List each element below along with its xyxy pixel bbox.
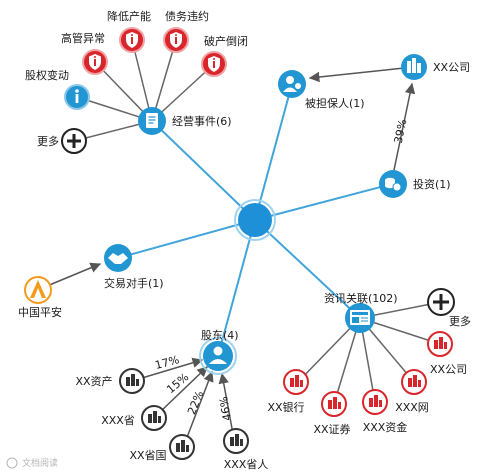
event-node-more[interactable] bbox=[61, 128, 87, 154]
news-label-xx-company: XX公司 bbox=[430, 363, 467, 376]
investment-percent: 39% bbox=[392, 118, 410, 145]
news-label-xx-securities: XX证券 bbox=[313, 422, 350, 436]
building-icon bbox=[328, 397, 341, 409]
shareholder-percent-3: 22% bbox=[185, 389, 206, 417]
building-icon bbox=[369, 395, 382, 407]
event-label-debt-default: 债务违约 bbox=[165, 9, 209, 23]
edge-center-guaranteed bbox=[254, 83, 293, 221]
building-icon bbox=[176, 440, 189, 452]
news-label-xxx-net: XXX网 bbox=[395, 401, 429, 414]
edge-news-6 bbox=[296, 317, 361, 384]
shareholder-node-1[interactable] bbox=[119, 368, 145, 394]
event-label-exec-abnormal: 高管异常 bbox=[61, 31, 105, 45]
building-icon bbox=[407, 58, 421, 73]
shareholder-label-1: XX资产 bbox=[75, 374, 112, 388]
user-icon bbox=[209, 346, 227, 364]
shareholder-label-3: XX省国 bbox=[129, 449, 166, 462]
pingan-node[interactable] bbox=[24, 276, 52, 304]
shareholder-percent-1: 17% bbox=[154, 353, 181, 372]
event-node-equity-change[interactable] bbox=[64, 84, 90, 110]
edge-pingan-to-counterparty bbox=[46, 262, 101, 287]
shareholder-node-2[interactable] bbox=[141, 405, 167, 431]
edge-xx-to-guaranteed bbox=[308, 67, 405, 83]
event-label-reduce-capacity: 降低产能 bbox=[107, 9, 151, 23]
edge-center-operations bbox=[151, 120, 256, 221]
edge-center-investment bbox=[254, 183, 393, 221]
operations-hub-label: 经营事件(6) bbox=[172, 114, 232, 128]
user-shield-icon bbox=[283, 76, 301, 92]
document-icon bbox=[146, 113, 158, 128]
shareholder-node-4[interactable] bbox=[223, 428, 249, 454]
shareholders-hub-label: 股东(4) bbox=[201, 329, 239, 342]
watermark-text: 文档阅读 bbox=[22, 457, 58, 469]
building-icon bbox=[434, 337, 447, 349]
event-node-debt-default[interactable] bbox=[163, 27, 189, 53]
event-node-exec-abnormal[interactable] bbox=[82, 49, 108, 75]
shareholder-label-4: XXX省人 bbox=[224, 458, 269, 471]
event-label-more: 更多 bbox=[37, 134, 59, 148]
building-icon bbox=[408, 375, 421, 387]
shareholder-label-2: XXX省 bbox=[101, 414, 135, 427]
investment-target-label: XX公司 bbox=[433, 61, 470, 74]
news-node-xx-company[interactable] bbox=[427, 331, 453, 357]
edge-sh-4 bbox=[218, 372, 234, 435]
edge-center-counterparty bbox=[117, 219, 256, 259]
watermark: 文档阅读 bbox=[6, 457, 58, 469]
counterparty-hub-label: 交易对手(1) bbox=[104, 276, 164, 290]
edge-op-4 bbox=[151, 39, 177, 122]
building-icon bbox=[126, 374, 139, 386]
news-node-xx-bank[interactable] bbox=[283, 369, 309, 395]
news-label-more: 更多 bbox=[449, 314, 471, 328]
news-hub[interactable] bbox=[345, 303, 375, 333]
shareholder-node-3[interactable] bbox=[169, 434, 195, 460]
edge-sh-3 bbox=[185, 371, 214, 441]
news-label-xx-bank: XX银行 bbox=[267, 400, 304, 414]
edge-op-5 bbox=[151, 63, 215, 122]
event-label-bankruptcy: 破产倒闭 bbox=[204, 34, 248, 48]
center-node[interactable] bbox=[234, 199, 276, 241]
shareholder-percent-4: 46% bbox=[217, 395, 234, 421]
guaranteed-hub[interactable] bbox=[278, 70, 306, 98]
operations-hub[interactable] bbox=[138, 107, 166, 135]
news-node-xxx-net[interactable] bbox=[401, 369, 427, 395]
handshake-icon bbox=[108, 253, 128, 264]
shareholders-hub[interactable] bbox=[199, 337, 237, 375]
guaranteed-hub-label: 被担保人(1) bbox=[305, 96, 365, 110]
building-icon bbox=[230, 434, 243, 446]
shareholder-percent-2: 15% bbox=[164, 370, 191, 396]
info-icon bbox=[75, 89, 79, 93]
building-icon bbox=[148, 411, 161, 423]
news-node-more[interactable] bbox=[427, 288, 455, 316]
news-label-xxx-fund: XXX资金 bbox=[363, 420, 408, 434]
edge-sh-2 bbox=[159, 366, 208, 413]
pingan-logo-icon bbox=[30, 280, 46, 298]
news-node-xxx-fund[interactable] bbox=[362, 389, 388, 415]
edge-investment-to-xx bbox=[393, 82, 416, 171]
event-label-equity-change: 股权变动 bbox=[25, 68, 69, 82]
investment-hub[interactable] bbox=[379, 170, 407, 198]
edge-center-news bbox=[254, 219, 361, 319]
company-node-investment-target[interactable] bbox=[401, 54, 427, 80]
news-hub-label: 资讯关联(102) bbox=[324, 291, 398, 305]
building-icon bbox=[290, 375, 303, 387]
news-node-xx-securities[interactable] bbox=[321, 391, 347, 417]
newspaper-icon bbox=[350, 310, 370, 325]
edge-sh-1 bbox=[141, 357, 204, 379]
event-node-bankruptcy[interactable] bbox=[201, 51, 227, 77]
investment-hub-label: 投资(1) bbox=[413, 177, 451, 191]
event-node-reduce-capacity[interactable] bbox=[119, 27, 145, 53]
pingan-label: 中国平安 bbox=[18, 305, 62, 319]
coins-icon bbox=[385, 177, 402, 192]
edge-center-shareholders bbox=[217, 219, 256, 357]
counterparty-hub[interactable] bbox=[104, 244, 132, 272]
